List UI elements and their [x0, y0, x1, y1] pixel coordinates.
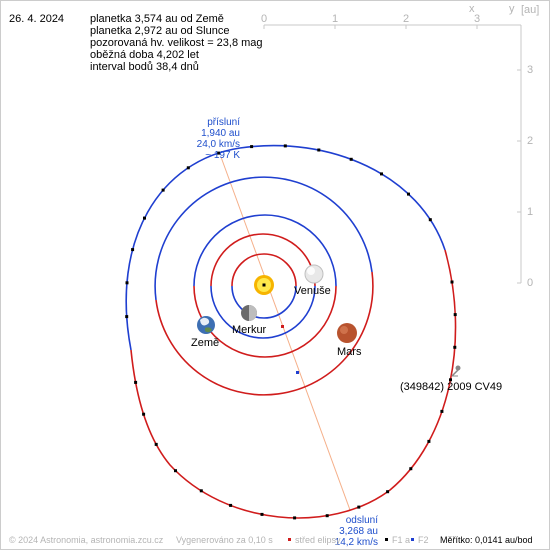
orbit-interval-points	[125, 144, 457, 520]
y-tick-label-1: 1	[527, 206, 534, 218]
scale-label: Měřítko: 0,0141 au/bod	[440, 535, 533, 545]
legend-f2-label: F2	[418, 535, 429, 545]
y-axis-name: y	[509, 3, 515, 15]
axes-inset	[263, 24, 522, 284]
orbit-point	[260, 512, 264, 516]
y-tick-label-2: 2	[527, 135, 534, 147]
orbit-point	[409, 467, 413, 471]
orbit-point	[186, 166, 190, 170]
orbit-point	[125, 315, 129, 319]
x-tick-label-1: 1	[332, 13, 339, 25]
orbit-point	[428, 218, 432, 222]
x-tick-label-0: 0	[261, 13, 268, 25]
orbit-point	[357, 505, 361, 509]
aphelion-speed: 14,2 km/s	[334, 537, 378, 548]
orbit-point	[217, 151, 221, 155]
legend-f1-label: F1 a	[392, 535, 411, 545]
venus-label: Venuše	[294, 285, 331, 297]
y-tick-label-0: 0	[527, 277, 534, 289]
orbit-venus-south	[210, 233, 316, 287]
info-line-period: oběžná doba 4,202 let	[90, 49, 199, 61]
orbit-mercury-north	[231, 285, 297, 319]
orbit-point	[325, 514, 329, 518]
orbit-point	[380, 172, 383, 176]
x-tick-label-2: 2	[403, 13, 410, 25]
orbit-point	[125, 281, 129, 285]
orbit-point	[154, 442, 158, 446]
orbit-mars-north	[154, 176, 373, 301]
orbit-mercury-south	[231, 253, 297, 287]
earth-label: Země	[191, 337, 220, 349]
orbit-point	[349, 157, 353, 161]
orbit-point	[283, 144, 287, 148]
asteroid-icon	[451, 365, 461, 377]
ellipse-center-marker	[281, 325, 284, 328]
axis-unit: [au]	[521, 4, 540, 16]
orbit-point	[440, 409, 444, 413]
orbit-point	[317, 148, 321, 152]
perihelion-distance: 1,940 au	[201, 128, 240, 139]
orbit-point	[143, 216, 146, 220]
legend-f2-swatch	[411, 538, 414, 541]
perihelion-title: přísluní	[207, 117, 240, 128]
orbit-asteroid-north	[125, 144, 446, 351]
x-tick-label-3: 3	[474, 13, 481, 25]
footer-generated: Vygenerováno za 0,10 s	[176, 535, 273, 545]
info-line-earth-distance: planetka 3,574 au od Země	[90, 13, 224, 25]
mars-icon	[337, 323, 357, 343]
orbit-mars-south	[155, 271, 374, 396]
aphelion-title: odsluní	[345, 515, 378, 526]
orbit-point	[293, 516, 297, 520]
mercury-label: Merkur	[232, 324, 267, 336]
orbit-earth-north	[193, 214, 337, 287]
orbit-point	[131, 248, 135, 252]
legend-center-label: střed elipsy	[295, 535, 341, 545]
info-block: planetka 3,574 au od Země planetka 2,972…	[90, 13, 263, 73]
legend-center-swatch	[288, 538, 291, 541]
legend-f1-swatch	[385, 538, 388, 541]
x-axis-name: x	[469, 3, 475, 15]
orbit-point	[450, 280, 454, 284]
perihelion-speed: 24,0 km/s	[196, 139, 240, 150]
orbit-point	[199, 489, 203, 493]
orbit-point	[453, 345, 457, 349]
aphelion-label: odsluní 3,268 au 14,2 km/s	[335, 515, 378, 548]
orbit-venus-north	[210, 285, 316, 339]
orbit-point	[407, 192, 410, 196]
orbit-asteroid-south	[130, 249, 457, 519]
orbit-point	[142, 412, 146, 416]
venus-icon	[304, 264, 324, 284]
date-label: 26. 4. 2024	[9, 13, 65, 25]
perihelion-label: přísluní 1,940 au 24,0 km/s ~ 197 K	[197, 117, 240, 161]
orbit-point	[161, 188, 165, 192]
orbit-point	[134, 380, 138, 384]
info-line-magnitude: pozorovaná hv. velikost = 23,8 mag	[90, 37, 263, 49]
perihelion-temp: ~ 197 K	[205, 150, 240, 161]
info-line-sun-distance: planetka 2,972 au od Slunce	[90, 25, 230, 37]
orbit-point	[427, 439, 431, 443]
orbit-point	[453, 313, 457, 317]
orbit-point	[174, 469, 177, 473]
y-tick-label-3: 3	[527, 64, 534, 76]
aphelion-distance: 3,268 au	[339, 526, 378, 537]
asteroid-label: (349842) 2009 CV49	[400, 381, 503, 393]
orbit-point	[386, 490, 390, 494]
footer-copyright: © 2024 Astronomia, astronomia.zcu.cz	[9, 535, 164, 545]
orbit-point	[250, 145, 254, 149]
orbit-point	[449, 378, 452, 382]
orbit-point	[229, 503, 233, 507]
mars-label: Mars	[337, 346, 362, 358]
focus-f2-marker	[296, 371, 299, 374]
info-line-interval: interval bodů 38,4 dnů	[90, 61, 199, 73]
